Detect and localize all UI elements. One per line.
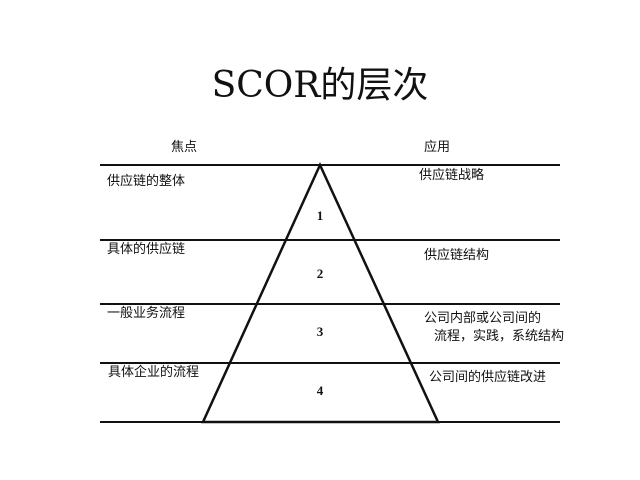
application-header: 应用 [424, 140, 451, 155]
page-title: SCOR的层次 [211, 65, 429, 106]
focus-label-3: 一般业务流程 [107, 306, 186, 321]
focus-label-4: 具体企业的流程 [108, 365, 200, 380]
level-number-1: 1 [316, 208, 324, 223]
application-label-3b: 流程，实践，系统结构 [434, 329, 565, 344]
application-label-3a: 公司内部或公司间的 [424, 311, 542, 326]
level-number-3: 3 [316, 324, 324, 339]
level-number-4: 4 [316, 383, 324, 398]
application-label-2: 供应链结构 [424, 248, 490, 263]
focus-header: 焦点 [171, 140, 198, 155]
application-label-1: 供应链战略 [419, 168, 485, 183]
pyramid-triangle [201, 161, 440, 424]
application-label-4: 公司间的供应链改进 [429, 370, 547, 385]
focus-label-1: 供应链的整体 [107, 174, 186, 189]
level-number-2: 2 [316, 266, 324, 281]
focus-label-2: 具体的供应链 [107, 242, 186, 257]
